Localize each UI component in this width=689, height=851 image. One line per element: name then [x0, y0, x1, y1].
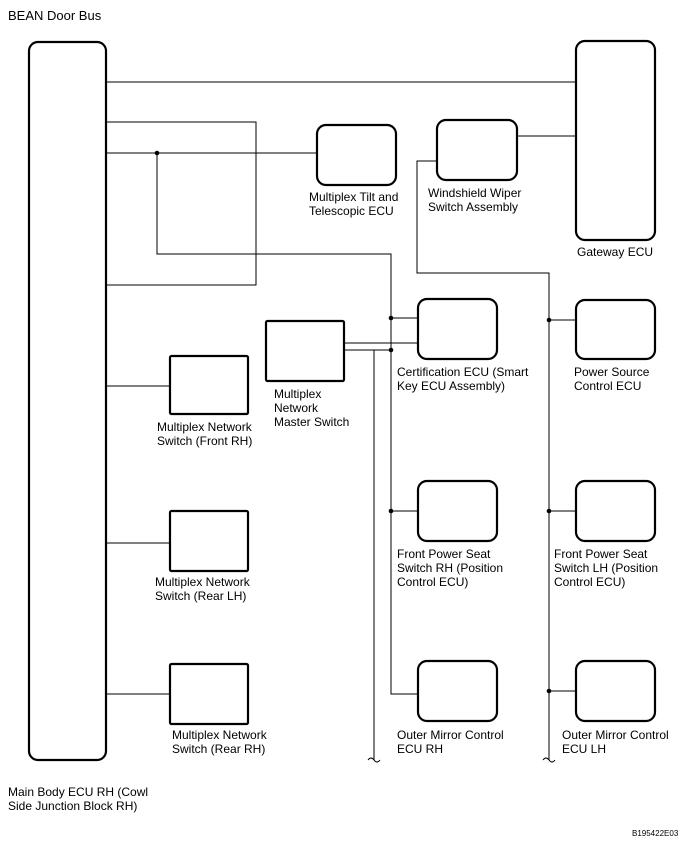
gateway-ecu-box	[574, 39, 657, 242]
master-switch-box	[264, 319, 346, 383]
component-boxes	[27, 39, 657, 762]
diagram-title: BEAN Door Bus	[8, 8, 102, 23]
switch-rear-rh-box	[168, 662, 250, 726]
splice-dot	[546, 508, 552, 514]
power-source-ecu-box	[574, 298, 657, 361]
mirror-rh-box	[416, 659, 499, 723]
wiper-switch-box	[435, 118, 519, 182]
splice-dot	[388, 347, 394, 353]
tilt-telescopic-ecu-label: Multiplex Tilt and Telescopic ECU	[309, 190, 399, 218]
wire-master-down	[358, 349, 375, 760]
switch-rear-lh-box	[168, 509, 250, 573]
wire-branch-to-certification	[156, 153, 392, 350]
switch-front-rh-label: Multiplex Network Switch (Front RH)	[157, 420, 253, 448]
main-body-ecu-box	[27, 40, 108, 762]
seat-rh-label: Front Power Seat Switch RH (Position Con…	[397, 547, 504, 589]
gateway-ecu-label: Gateway ECU	[577, 245, 654, 259]
splice-dot	[546, 688, 552, 694]
main-body-ecu-label: Main Body ECU RH (Cowl Side Junction Blo…	[8, 785, 149, 813]
figure-code: B195422E03	[632, 829, 679, 838]
splice-dot	[388, 508, 394, 514]
tilt-telescopic-ecu-box	[315, 123, 398, 187]
seat-lh-box	[574, 479, 657, 543]
wire-bus-rh	[390, 318, 418, 695]
seat-rh-box	[416, 479, 499, 543]
switch-rear-lh-label: Multiplex Network Switch (Rear LH)	[155, 575, 250, 603]
master-switch-label: Multiplex Network Master Switch	[274, 387, 350, 429]
wire-main-to-tilt-loop	[106, 121, 257, 286]
splice-dot	[388, 315, 394, 321]
wire-break-lh	[542, 757, 556, 763]
wire-wiper-to-power-source	[416, 160, 576, 321]
certification-ecu-box	[416, 297, 499, 361]
switch-front-rh-box	[168, 354, 250, 416]
wire-break-rh	[367, 757, 381, 763]
power-source-ecu-label: Power Source Control ECU	[574, 365, 650, 393]
splice-points	[154, 150, 552, 694]
seat-lh-label: Front Power Seat Switch LH (Position Con…	[554, 547, 659, 589]
mirror-rh-label: Outer Mirror Control ECU RH	[397, 728, 504, 756]
splice-dot	[154, 150, 160, 156]
certification-ecu-label: Certification ECU (Smart Key ECU Assembl…	[397, 365, 529, 393]
switch-rear-rh-label: Multiplex Network Switch (Rear RH)	[172, 728, 267, 756]
mirror-lh-box	[574, 659, 657, 723]
wiper-switch-label: Windshield Wiper Switch Assembly	[428, 186, 522, 214]
splice-dot	[546, 317, 552, 323]
mirror-lh-label: Outer Mirror Control ECU LH	[562, 728, 669, 756]
bus-wires	[106, 81, 576, 763]
